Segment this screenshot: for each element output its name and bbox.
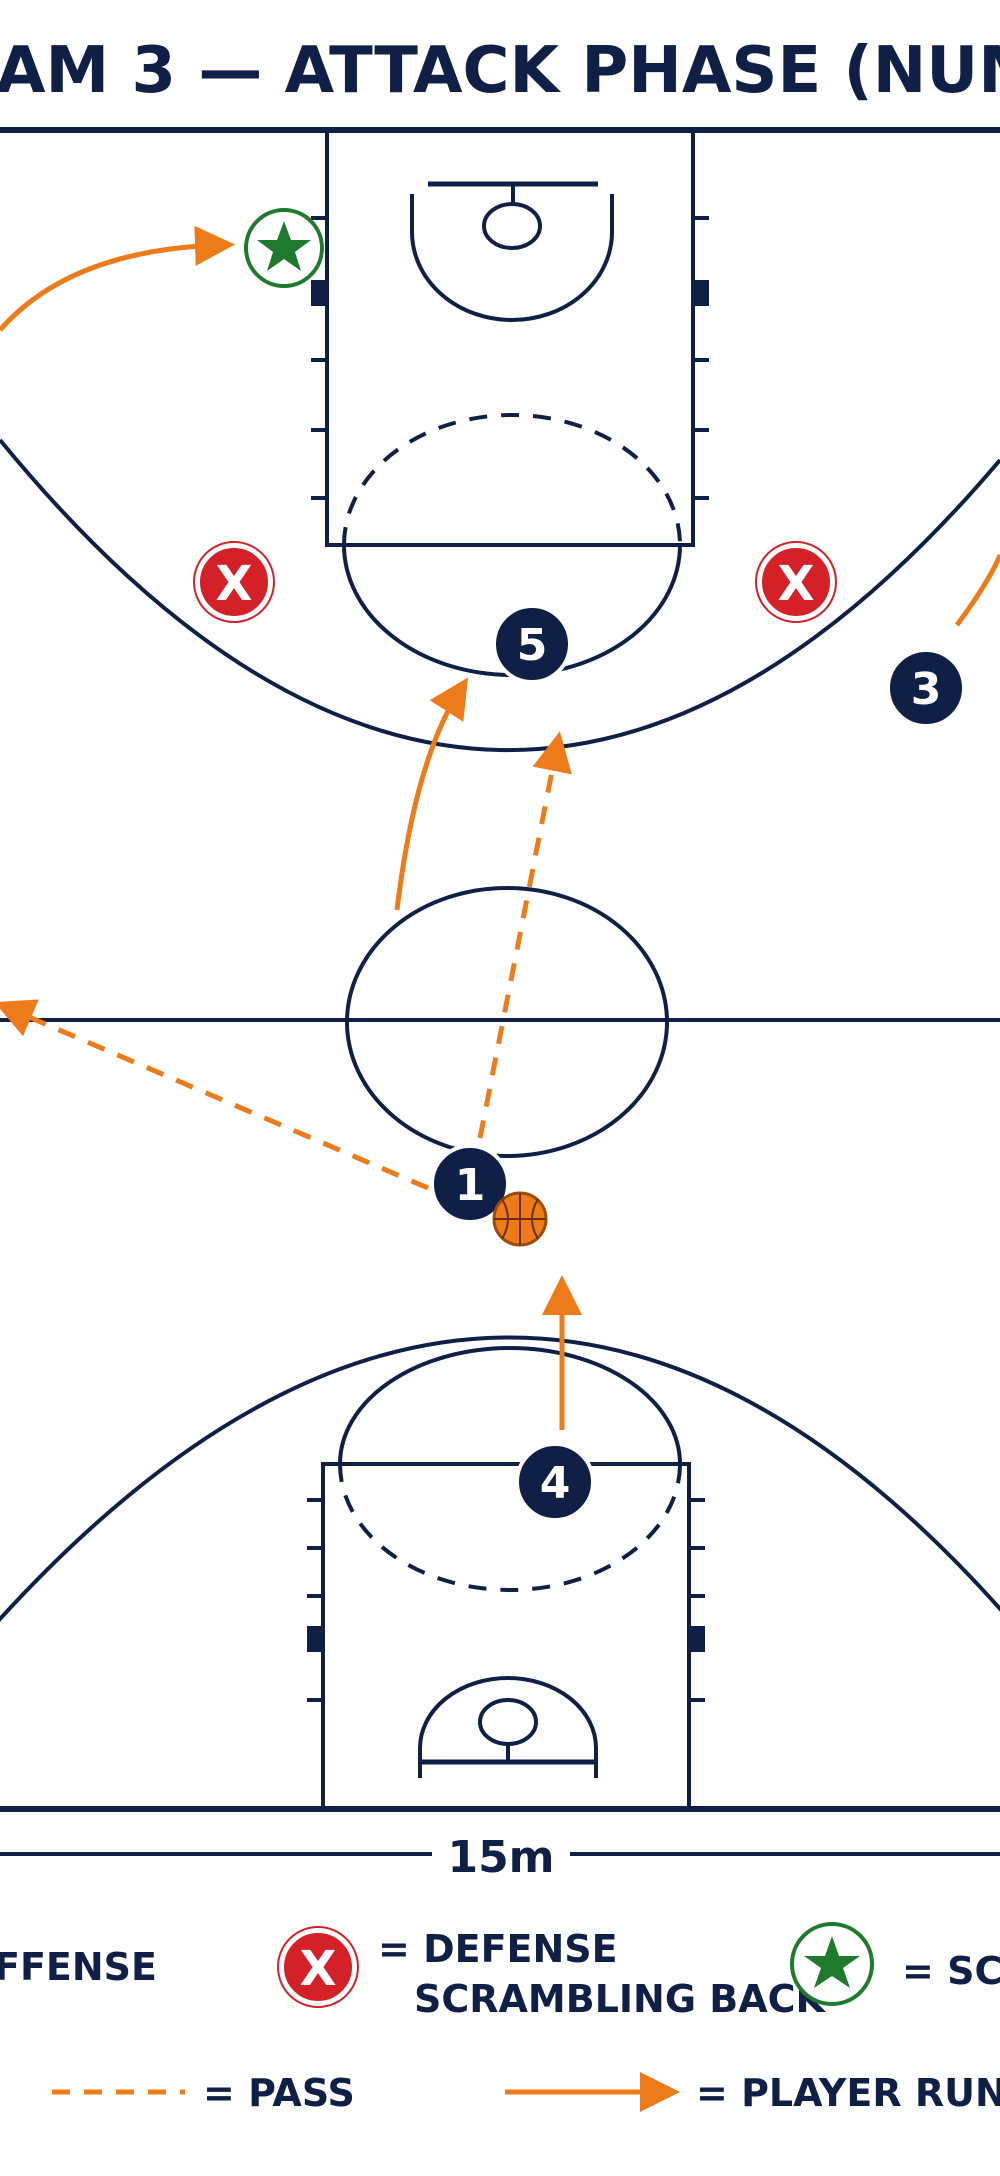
diagram-title: AM 3 — ATTACK PHASE (NUMBERS ADVA [0, 34, 1000, 108]
basketball-icon [492, 1191, 548, 1247]
defense-player: X [193, 541, 275, 623]
offense-player: 3 [886, 648, 966, 728]
pass-arrow-left [0, 999, 429, 1191]
legend-pass-label: = PASS [203, 2071, 355, 2115]
top-lane-marks [311, 216, 709, 500]
offense-player: 4 [515, 1442, 595, 1522]
defense-player: X [755, 541, 837, 623]
player-number: 4 [540, 1458, 571, 1509]
legend: FFENSE X = DEFENSE SCRAMBLING BACK = SCO… [0, 1922, 1000, 2115]
player-number: 3 [911, 664, 942, 715]
bottom-restricted-arc [418, 1676, 598, 1778]
bottom-ft-circle [338, 1346, 682, 1465]
star-icon [790, 1922, 874, 2006]
top-ft-circle-dashed [342, 413, 682, 546]
run-arrow-to-star [0, 225, 235, 332]
top-hoop [482, 202, 542, 250]
legend-run-label: = PLAYER RUN [696, 2071, 1000, 2115]
movement-lines [0, 225, 1000, 1430]
offense-player: 5 [492, 604, 572, 684]
legend-defense-label-line1: = DEFENSE [378, 1927, 618, 1971]
defense-mark: X [215, 556, 252, 612]
player-number: 1 [455, 1160, 486, 1211]
legend-defense-symbol: X [277, 1926, 359, 2008]
defense-mark: X [299, 1941, 336, 1997]
top-key [325, 128, 695, 547]
center-circle [345, 886, 669, 1158]
star-icon [244, 208, 324, 288]
legend-star-label: = SCO [902, 1949, 1000, 1993]
run-arrow-3 [954, 554, 1000, 627]
top-restricted-arc [410, 194, 614, 322]
court [0, 128, 1000, 1812]
bottom-lane-marks [307, 1498, 705, 1702]
bottom-hoop [478, 1698, 538, 1746]
court-width-label: 15m [447, 1832, 554, 1883]
pass-arrow-to-5 [477, 731, 572, 1139]
legend-defense-label-line2: SCRAMBLING BACK [414, 1977, 827, 2021]
legend-offense-label: FFENSE [0, 1945, 157, 1989]
offense-player: 1 [430, 1144, 510, 1224]
player-number: 5 [517, 620, 548, 671]
bottom-ft-circle-dashed [338, 1463, 682, 1592]
top-three-point-line [0, 438, 1000, 752]
run-arrow-to-5 [394, 677, 469, 911]
defense-mark: X [777, 556, 814, 612]
bottom-three-point-line [0, 1335, 1000, 1623]
